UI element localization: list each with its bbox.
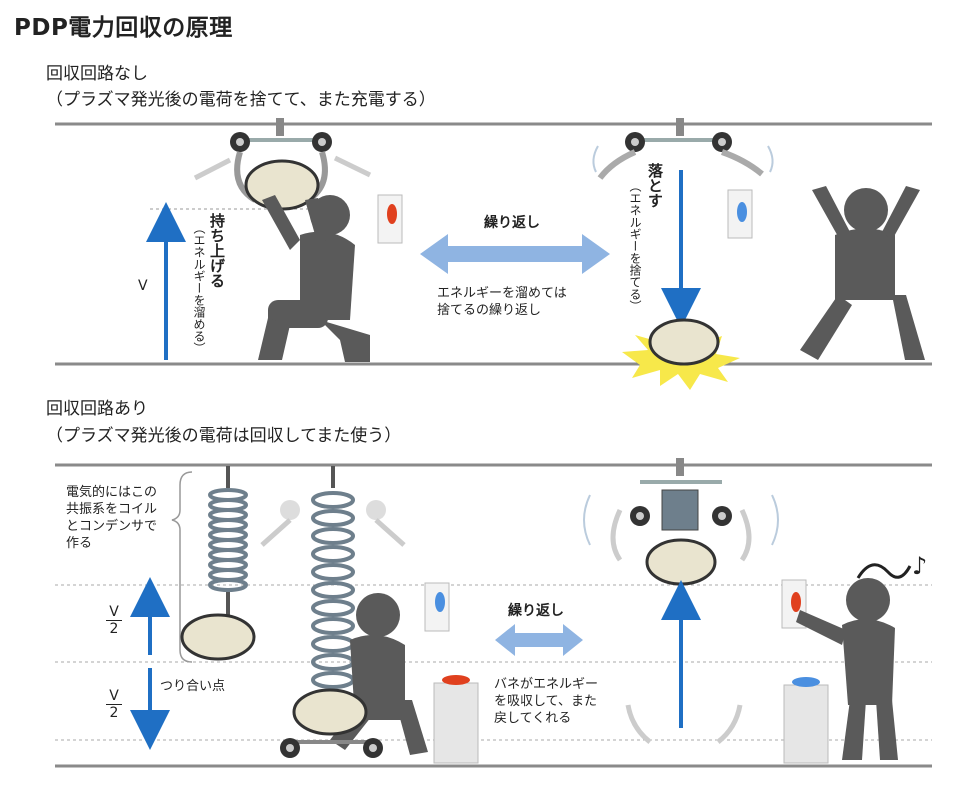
box-red-cap — [433, 675, 479, 764]
cart-2 — [280, 738, 383, 758]
coil-note-4: 作る — [66, 536, 93, 551]
repeat-label-2: 繰り返し — [508, 603, 564, 619]
section2-subheading: （プラズマ発光後の電荷は回収してまた使う） — [46, 426, 402, 446]
humming-squiggle — [856, 563, 912, 579]
coil-note-2: 共振系をコイル — [66, 502, 158, 517]
switch-red-1 — [377, 194, 403, 244]
rock-top-2 — [645, 538, 717, 586]
repeat-note-1b: 捨てるの繰り返し — [437, 303, 542, 318]
rock-dropped-1 — [648, 318, 720, 366]
section1-subheading: （プラズマ発光後の電荷を捨てて、また充電する） — [46, 90, 436, 110]
crane-right-2 — [583, 458, 779, 562]
ghost-arms-2 — [260, 500, 406, 547]
box-blue-cap — [783, 677, 829, 764]
spring-note-2: を吸収して、また — [494, 694, 597, 709]
fraction-denominator: 2 — [109, 705, 119, 721]
brace — [171, 471, 193, 663]
switch-blue-1 — [727, 189, 753, 239]
v-label: V — [138, 278, 148, 294]
fraction-numerator: V — [106, 604, 122, 621]
spring-note-1: バネがエネルギー — [494, 677, 599, 692]
fraction-denominator: 2 — [109, 621, 119, 637]
rock-spring-1 — [180, 613, 256, 661]
fraction-numerator: V — [106, 688, 122, 705]
drop-label: 落とす — [646, 163, 664, 208]
page-title: PDP電力回収の原理 — [14, 15, 233, 41]
figure-lifting — [258, 195, 370, 362]
crane-right-1 — [592, 118, 774, 180]
double-arrow-2 — [495, 624, 583, 656]
fraction-v-half-upper: V 2 — [106, 604, 122, 637]
coil-note-1: 電気的にはこの — [66, 485, 158, 500]
music-note-icon: ♪ — [912, 552, 928, 580]
lift-label: 持ち上げる — [208, 213, 226, 288]
figure-pressing — [796, 578, 898, 760]
lift-note: （エネルギーを溜める） — [192, 222, 206, 354]
spring-note-3: 戻してくれる — [494, 711, 572, 726]
rock-bottom-2 — [292, 688, 368, 736]
coil-note-3: とコンデンサで — [66, 519, 158, 534]
double-arrow-1 — [420, 234, 610, 274]
repeat-note-1a: エネルギーを溜めては — [437, 286, 567, 301]
ghost-arms-bottom-2 — [625, 704, 743, 744]
spring-2 — [311, 466, 355, 689]
section2-heading: 回収回路あり — [46, 399, 148, 419]
drop-note: （エネルギーを捨てる） — [628, 180, 642, 312]
figure-cheering — [800, 186, 925, 360]
switch-blue-2 — [424, 582, 450, 632]
balance-point-label: つり合い点 — [160, 679, 226, 694]
section1-heading: 回収回路なし — [46, 64, 148, 84]
repeat-label-1: 繰り返し — [484, 215, 540, 231]
spring-1 — [208, 466, 248, 615]
fraction-v-half-lower: V 2 — [106, 688, 122, 721]
